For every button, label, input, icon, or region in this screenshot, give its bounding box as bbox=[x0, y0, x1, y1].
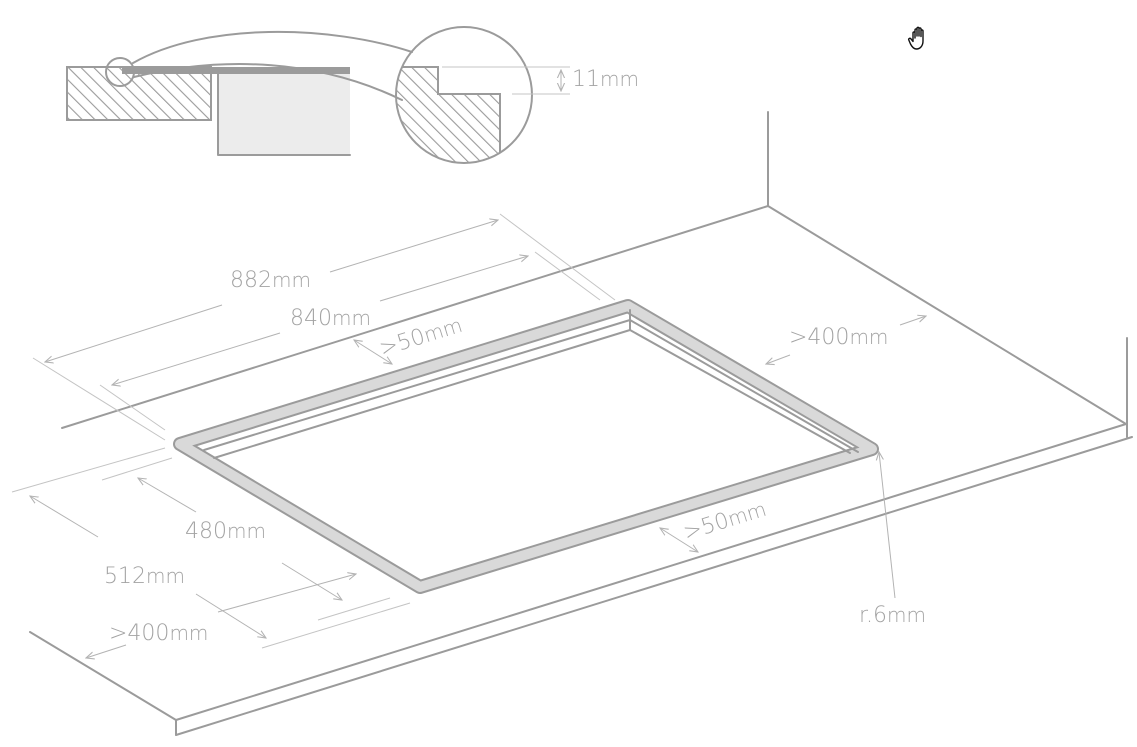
cabinet-section bbox=[218, 74, 350, 155]
dimension-cutout-depth: 480mm bbox=[101, 457, 391, 621]
worktop-outline bbox=[29, 111, 1133, 736]
thickness-unit: mm bbox=[600, 67, 639, 91]
detail-leader-lower bbox=[133, 63, 403, 101]
dimension-side-clearance-left: >400mm bbox=[86, 574, 356, 658]
svg-text:480mm: 480mm bbox=[185, 519, 266, 544]
magnified-detail: 11mm bbox=[395, 26, 639, 164]
svg-text:840mm: 840mm bbox=[290, 306, 371, 331]
svg-text:>400mm: >400mm bbox=[109, 621, 208, 646]
svg-text:512mm: 512mm bbox=[104, 564, 185, 589]
hob-glass-section bbox=[122, 67, 350, 74]
svg-text:r.6mm: r.6mm bbox=[859, 603, 926, 628]
detail-leader-upper bbox=[132, 30, 413, 64]
detail-marker-circle bbox=[105, 57, 135, 87]
cross-section-detail: 11mm bbox=[66, 26, 639, 164]
hob-rim bbox=[173, 299, 879, 594]
svg-text:>400mm: >400mm bbox=[789, 325, 888, 350]
svg-text:11mm: 11mm bbox=[572, 67, 639, 92]
dimension-corner-radius: r.6mm bbox=[859, 452, 926, 628]
hand-grab-icon bbox=[907, 26, 924, 50]
dimension-side-clearance-right: >400mm bbox=[766, 316, 926, 364]
dimension-overall-length: 882mm bbox=[32, 213, 616, 441]
svg-text:882mm: 882mm bbox=[230, 268, 311, 293]
dimension-overall-depth: 512mm bbox=[11, 447, 411, 649]
thickness-value: 11 bbox=[572, 67, 600, 92]
dimension-cutout-length: 840mm bbox=[99, 251, 601, 431]
